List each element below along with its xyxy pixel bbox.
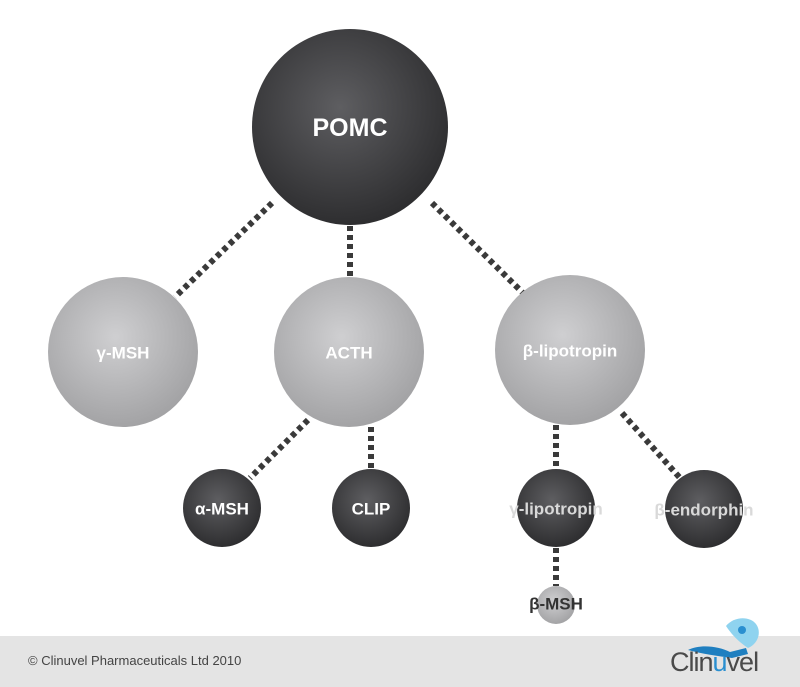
logo-text: Clinuvel (670, 647, 760, 678)
edge-acth-alpha-msh (247, 417, 311, 481)
node-pomc (252, 29, 448, 225)
label-beta-msh: β-MSH (529, 595, 583, 614)
label-beta-lipotropin: β-lipotropin (523, 342, 617, 361)
label-alpha-msh: α-MSH (195, 500, 249, 519)
logo-text-part: Clin (670, 647, 714, 677)
label-beta-endorphin: β-endorphin (654, 501, 753, 520)
connectors (172, 200, 683, 586)
node-alpha-msh (183, 469, 261, 547)
node-gamma-msh (48, 277, 198, 427)
label-clip: CLIP (352, 500, 391, 519)
node-acth (274, 277, 424, 427)
node-beta-msh (537, 586, 575, 624)
edge-beta-lipotropin-beta-endorphin (619, 411, 683, 480)
edge-pomc-beta-lipotropin (429, 200, 528, 298)
footer: © Clinuvel Pharmaceuticals Ltd 2010 Clin… (0, 618, 800, 687)
node-beta-lipotropin (495, 275, 645, 425)
edge-pomc-gamma-msh (172, 200, 275, 300)
label-gamma-lipotropin: γ-lipotropin (509, 500, 602, 519)
lizard-icon (688, 618, 759, 658)
label-pomc: POMC (313, 114, 388, 142)
logo-text-part: u (712, 647, 728, 677)
copyright-text: © Clinuvel Pharmaceuticals Ltd 2010 (28, 653, 242, 668)
label-acth: ACTH (325, 344, 372, 363)
node-gamma-lipotropin (517, 469, 595, 547)
node-clip (332, 469, 410, 547)
logo-text-part: vel (726, 647, 760, 677)
label-gamma-msh: γ-MSH (97, 344, 150, 363)
clinuvel-logo: Clinuvel (668, 614, 778, 682)
node-beta-endorphin (665, 470, 743, 548)
